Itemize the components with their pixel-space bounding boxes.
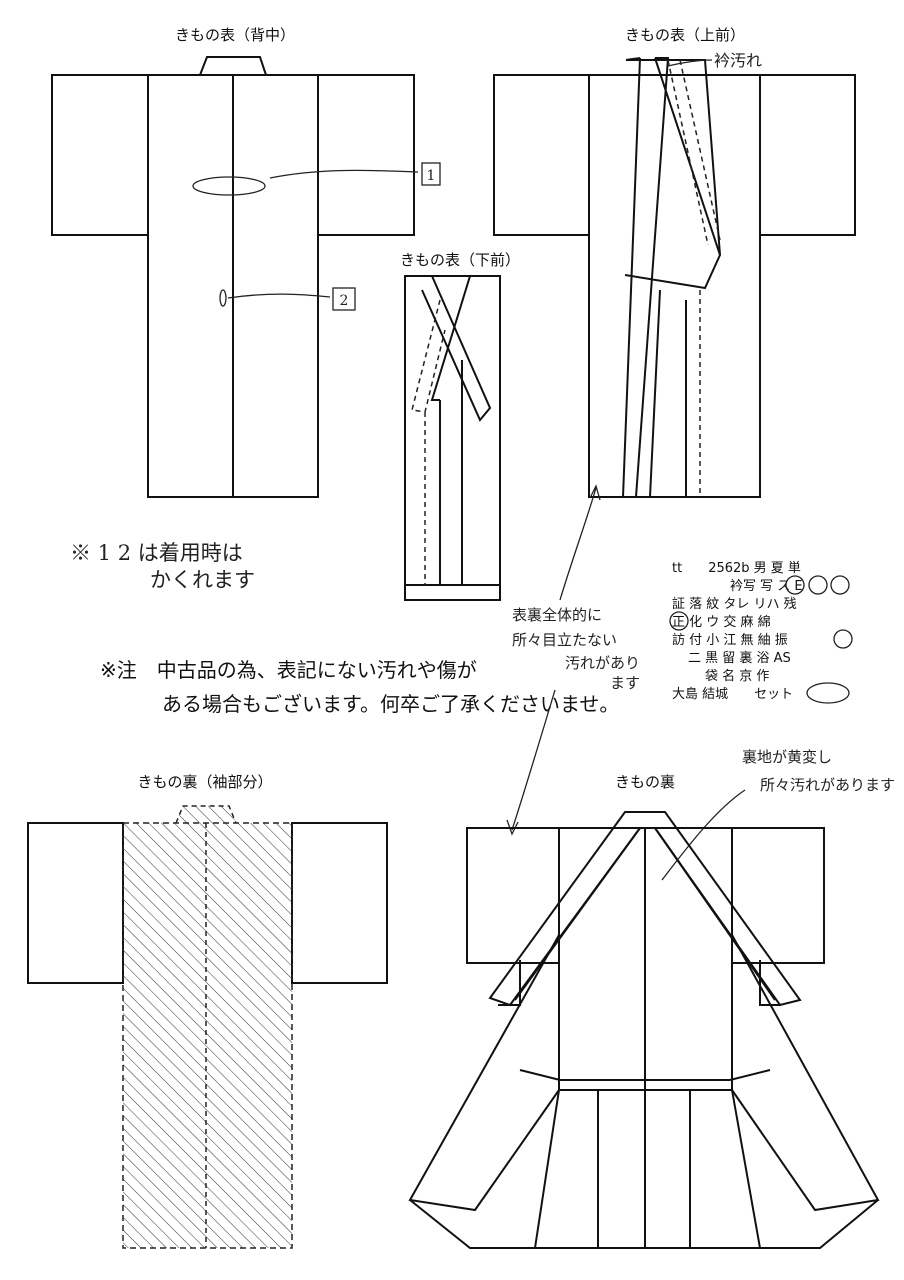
marker-2-text: 2 — [340, 293, 349, 309]
overall-note-line2: 所々目立たない — [512, 631, 617, 649]
lining-note-leader — [661, 789, 746, 881]
stain-2-leader — [227, 293, 331, 299]
upper-hidden-collar — [667, 59, 721, 497]
hidden-note-line1: ※ 1 2 は着用時は — [70, 541, 243, 565]
overall-note-line4: ます — [610, 674, 640, 692]
lining-sleeve-right — [291, 822, 388, 984]
lining-hatched-body — [122, 822, 293, 1249]
label-front-back: きもの表（背中） — [175, 26, 295, 44]
stain-1-leader — [269, 169, 419, 179]
overall-note-arrow-up — [559, 484, 601, 601]
lining-main-sleeve-left — [466, 827, 560, 964]
marker-1-text: 1 — [427, 168, 436, 184]
marker-box-2 — [332, 287, 356, 311]
lining-main-skirt — [408, 934, 880, 1249]
notice-line2: ある場合もございます。何卒ご了承くださいませ。 — [162, 692, 619, 716]
code-row-6: 二 黒 留 裏 浴 AS — [688, 651, 791, 666]
circle-mark-set — [806, 682, 850, 704]
code-row-5: 訪 付 小 江 無 紬 振 — [672, 632, 788, 648]
code-row-8: 大島 結城 セット — [672, 687, 793, 702]
lining-note-line1: 裏地が黄変し — [742, 748, 832, 766]
lining-main-hem-line — [519, 1069, 771, 1081]
circle-mark-sho — [669, 611, 689, 631]
hidden-note-line2: かくれます — [150, 568, 255, 592]
collar-stain-leader — [667, 59, 713, 67]
lining-note-line2: 所々汚れがあります — [760, 776, 895, 794]
code-row-7: 袋 名 京 作 — [705, 668, 769, 684]
label-lining-sleeve: きもの裏（袖部分） — [137, 773, 272, 791]
overall-note-line1: 表裏全体的に — [512, 606, 602, 624]
upper-body — [588, 74, 761, 498]
upper-sleeve-left — [493, 74, 590, 236]
overall-note-line3: 汚れがあり — [565, 654, 640, 672]
overall-note-arrow-down — [506, 689, 556, 836]
code-grid: tt 2562b 男 夏 単 衿写 写 ス E 証 落 紋 タレ リハ 残 正 … — [669, 560, 853, 704]
back-sleeve-left — [51, 74, 149, 236]
front-lower-diagram: きもの表（下前） — [400, 251, 520, 601]
overall-stain-note: 表裏全体的に 所々目立たない 汚れがあり ます — [506, 606, 640, 836]
lining-sleeve-diagram: きもの裏（袖部分） — [27, 773, 388, 1249]
code-row-3: 証 落 紋 タレ リハ 残 — [672, 597, 797, 612]
stain-mark-2 — [219, 289, 227, 307]
back-collar-tab — [199, 56, 267, 76]
marker-box-1 — [421, 162, 441, 186]
lining-main-inner — [534, 1089, 761, 1249]
front-back-diagram: きもの表（背中） 1 2 ※ 1 2 は着用時は かくれます — [51, 26, 441, 592]
upper-collar-band — [622, 57, 722, 498]
lower-collar — [421, 275, 492, 422]
back-sleeve-right — [317, 74, 415, 236]
label-front-upper: きもの表（上前） — [625, 26, 745, 44]
code-row-4: 正 化 ウ 交 麻 綿 — [672, 614, 771, 630]
upper-overlap-panel — [625, 57, 721, 498]
circle-mark-su — [808, 575, 828, 595]
label-lining: きもの裏 — [615, 773, 675, 791]
circle-mark-furi — [833, 629, 853, 649]
code-row-2: 衿写 写 ス E — [730, 579, 803, 594]
label-front-lower: きもの表（下前） — [400, 251, 520, 269]
lower-hidden-collar — [411, 299, 446, 585]
notice-line1: ※注 中古品の為、表記にない汚れや傷が — [100, 658, 477, 682]
front-upper-diagram: きもの表（上前） 衿汚れ — [493, 26, 856, 601]
lining-diagram: きもの裏 裏地が黄変し 所々汚れがあります — [408, 748, 895, 1249]
code-row-1: tt 2562b 男 夏 単 — [672, 560, 801, 576]
lining-collar-tab — [175, 805, 237, 824]
upper-sleeve-right — [759, 74, 856, 236]
stain-mark-1 — [192, 176, 266, 196]
circle-mark-e — [830, 575, 850, 595]
lining-sleeve-left — [27, 822, 124, 984]
collar-stain-note: 衿汚れ — [714, 51, 762, 70]
lining-main-collar-inner — [498, 827, 780, 1006]
circle-mark-sha — [785, 575, 805, 595]
lining-main-sleeve-right — [731, 827, 825, 964]
